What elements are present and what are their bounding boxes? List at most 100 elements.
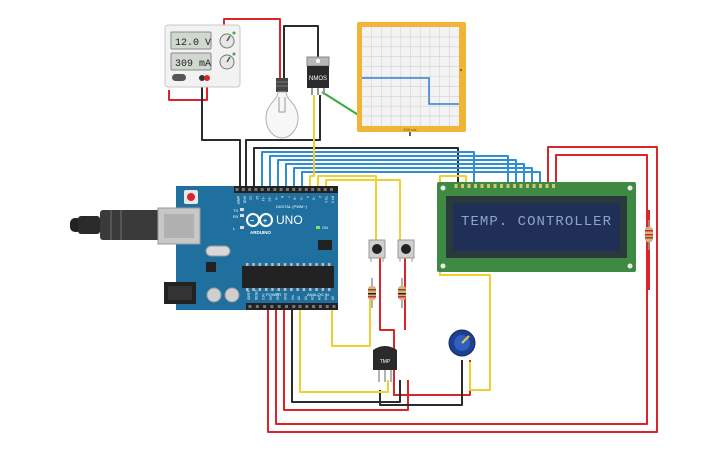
power-supply[interactable]: 12.0 V 309 mA [164,24,241,88]
power-pin[interactable] [270,305,274,308]
analog-pin-label: A2 [311,296,315,300]
lcd-pin[interactable] [454,184,458,188]
scope-grid [362,27,459,126]
wire-red-5v-rail-a[interactable] [267,146,658,433]
push-button-1[interactable] [368,239,386,262]
lcd-pin[interactable] [539,184,542,188]
wire-yellow-button-2[interactable] [325,179,401,240]
wire-yellow-sensor-out[interactable] [299,310,389,393]
digital-pin[interactable] [260,188,264,191]
wire-black-psu-negative[interactable] [201,78,241,188]
lcd-pin[interactable] [506,184,510,188]
digital-pin[interactable] [317,188,321,191]
analog-pin[interactable] [305,305,309,308]
power-pin[interactable] [248,305,252,308]
wire-black-bulb-to-mosfet[interactable] [283,25,319,80]
lcd-pin[interactable] [532,184,536,188]
light-bulb[interactable] [265,78,299,139]
temp-sensor-label: TMP [380,359,391,365]
analog-pin[interactable] [312,305,316,308]
digital-pin[interactable] [273,188,277,191]
analog-pin[interactable] [298,305,302,308]
lcd-pin[interactable] [480,184,484,188]
power-pin[interactable] [277,305,281,308]
negative-terminal[interactable] [199,75,205,81]
arduino-model: UNO [276,213,303,227]
wire-yellow-a1[interactable] [331,300,371,347]
wire-blue-6[interactable] [301,171,541,188]
lcd-pin[interactable] [461,184,464,188]
digital-pin[interactable] [254,188,258,191]
power-pin[interactable] [255,305,259,308]
digital-pin-label: ~9 [274,196,278,200]
resistor-button-1[interactable] [368,278,376,308]
digital-pin[interactable] [241,188,245,191]
wire-black-pot[interactable] [379,360,463,406]
wire-red-psu-to-bulb[interactable] [223,18,281,80]
wire-yellow-lcd-contrast[interactable] [439,175,491,391]
lcd-pin[interactable] [526,184,529,188]
digital-pin-label: ~10 [268,196,272,202]
wire-blue-2[interactable] [269,155,509,188]
analog-pin-label: A4 [324,296,328,300]
analog-pin[interactable] [325,305,329,308]
lcd-pin[interactable] [500,184,503,188]
lcd-pin[interactable] [552,184,555,188]
digital-pin[interactable] [292,188,296,191]
analog-pin[interactable] [332,305,336,308]
push-button-2[interactable] [397,239,415,262]
rx-label: RX [233,214,239,219]
digital-pin[interactable] [311,188,315,191]
lcd-pin[interactable] [513,184,516,188]
wire-red-psu-positive[interactable] [168,78,208,101]
voltage-readout: 12.0 V [175,38,211,49]
wire-red-5v-rail-b[interactable] [275,154,648,425]
resistor-lcd-backlight[interactable] [645,220,653,250]
digital-pin[interactable] [235,188,239,191]
resistor-button-2[interactable] [398,278,406,308]
temperature-sensor[interactable]: TMP [373,346,397,382]
wire-black-gnd-rail[interactable] [291,310,401,403]
lcd-pin[interactable] [519,184,523,188]
wire-yellow-button-1[interactable] [317,175,377,240]
positive-terminal[interactable] [204,75,210,81]
lcd-pin[interactable] [493,184,497,188]
nmos-transistor[interactable]: NMOS [306,56,330,95]
wire-blue-4[interactable] [285,163,525,188]
potentiometer[interactable] [448,329,476,357]
digital-pin[interactable] [323,188,327,191]
oscilloscope[interactable]: 100 ms [357,22,466,132]
lcd-pin[interactable] [474,184,477,188]
wire-yellow-mosfet-gate[interactable] [309,95,315,188]
digital-pin[interactable] [330,188,333,191]
lcd-pin[interactable] [467,184,471,188]
digital-pin[interactable] [298,188,302,191]
digital-pin[interactable] [279,188,283,191]
analog-pin[interactable] [318,305,322,308]
digital-pin[interactable] [248,188,252,191]
digital-pin[interactable] [267,188,270,191]
power-pin[interactable] [285,305,288,308]
lcd-pin[interactable] [545,184,549,188]
arduino-brand: ARDUINO [250,230,271,235]
digital-pin[interactable] [304,188,308,191]
wire-black-mosfet-gnd[interactable] [245,95,321,188]
wire-blue-5[interactable] [293,167,533,188]
power-pin-label: RESET [254,289,258,300]
digital-pin-label: 8 [280,196,284,198]
power-pin[interactable] [263,305,267,308]
power-pin[interactable] [292,305,296,308]
digital-pin-label: ~11 [261,196,265,201]
digital-pin-label: ~6 [293,196,297,200]
wire-black-gnd-lcd[interactable] [253,147,459,188]
lcd-pin[interactable] [487,184,490,188]
digital-pin[interactable] [285,188,289,191]
power-pin-label: 5V [269,295,273,300]
lcd-display[interactable]: TEMP. CONTROLLER [437,182,636,272]
power-switch[interactable] [172,74,186,81]
